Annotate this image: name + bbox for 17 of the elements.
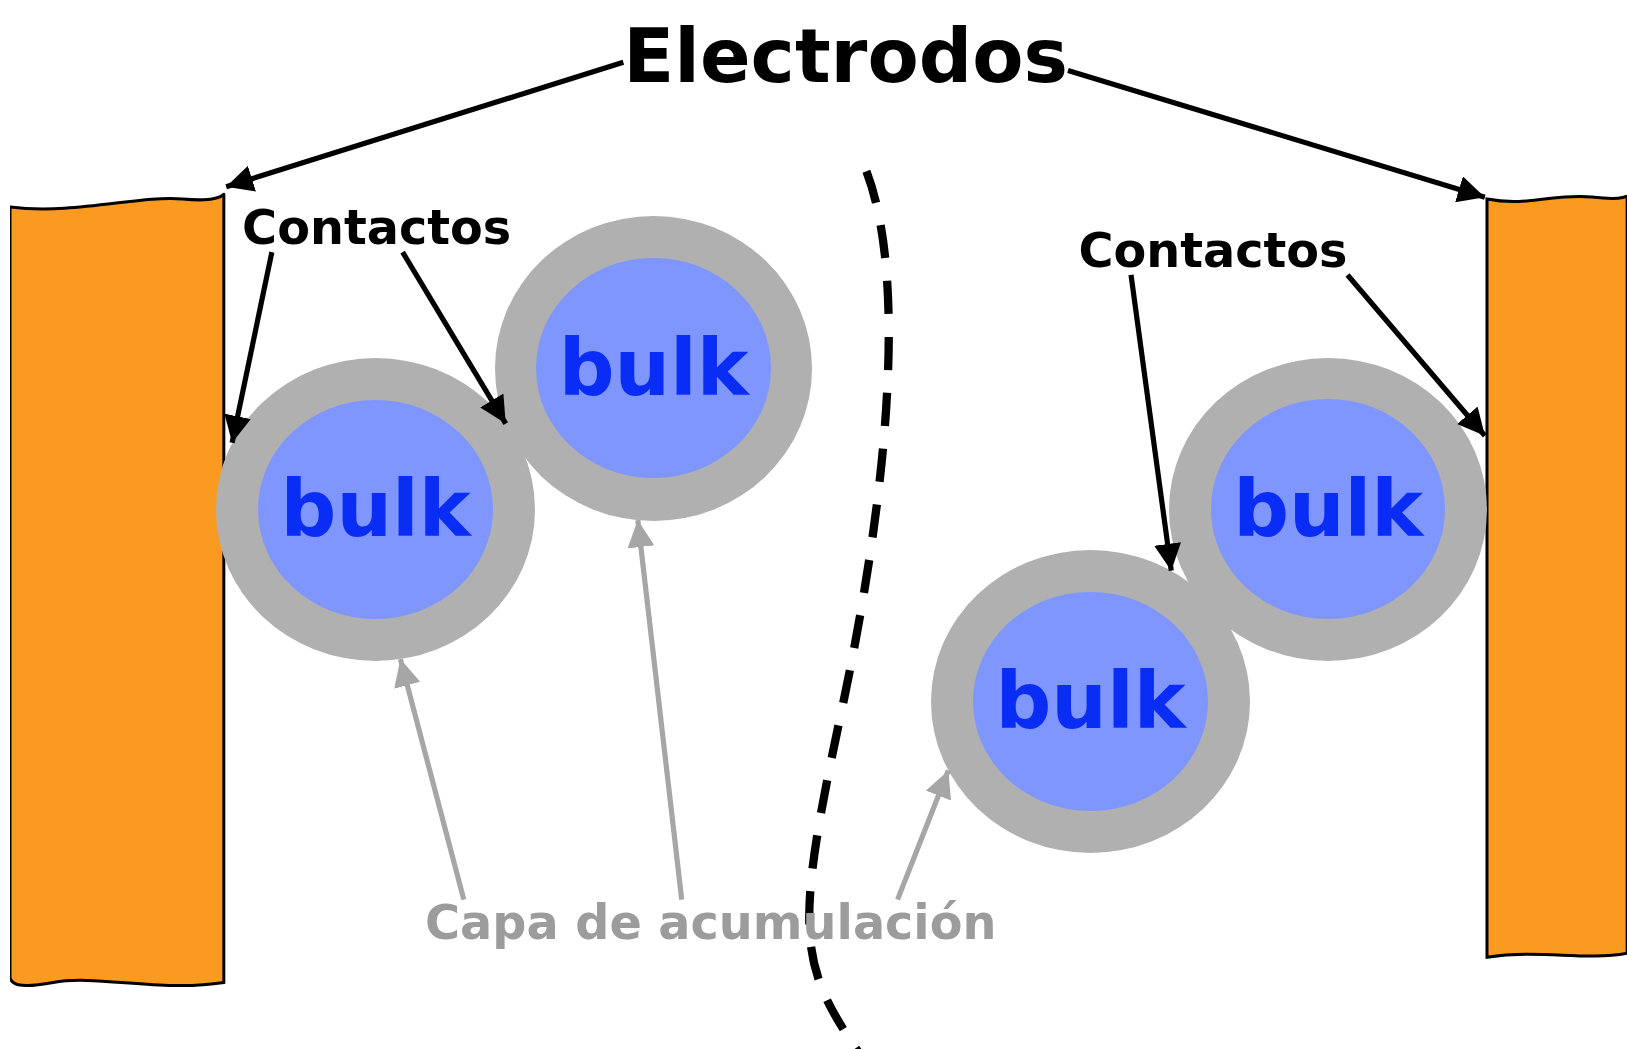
arrow [400, 250, 508, 425]
arrow [225, 59, 625, 192]
arrow [394, 658, 467, 901]
arrow [224, 251, 275, 444]
arrow [895, 769, 951, 901]
core-label: bulk [995, 662, 1186, 741]
callout-label: Electrodos [623, 19, 1068, 95]
arrow [1067, 68, 1486, 203]
arrow [1345, 273, 1487, 438]
core-label: bulk [558, 329, 749, 408]
callout-label: Capa de acumulación [425, 899, 997, 948]
callout-label: Contactos [242, 204, 512, 253]
core-label: bulk [280, 470, 471, 549]
callout-label: Contactos [1078, 227, 1348, 275]
arrow [1128, 274, 1181, 572]
arrow [627, 519, 685, 900]
core-label: bulk [1233, 470, 1424, 549]
